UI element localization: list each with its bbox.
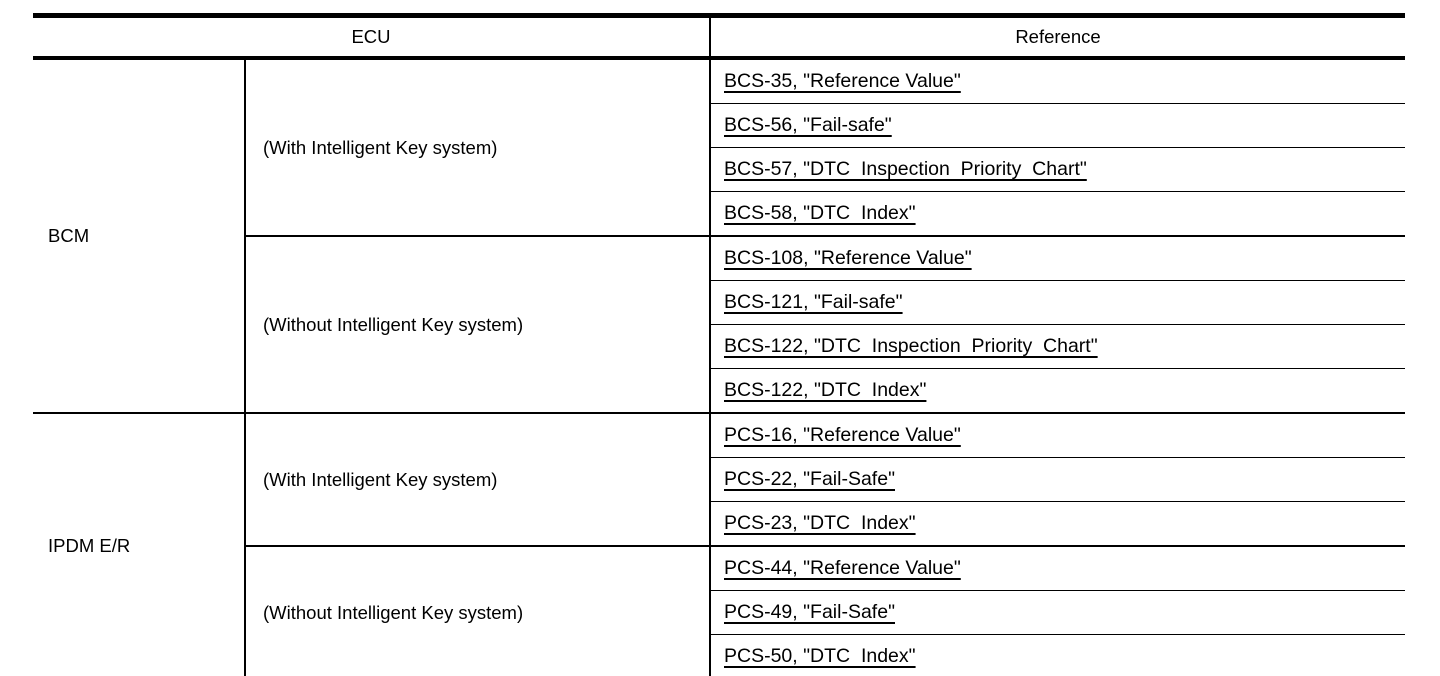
table-row: (Without Intelligent Key system) BCS-108… bbox=[33, 235, 1405, 413]
ecu-reference-table: ECU Reference BCM (With Intelligent Key … bbox=[33, 13, 1405, 676]
reference-cell: PCS-22, "Fail-Safe" bbox=[710, 457, 1405, 502]
reference-cell: PCS-49, "Fail-Safe" bbox=[710, 590, 1405, 635]
reference-link-bcs-57[interactable]: BCS-57, "DTC Inspection Priority Chart" bbox=[724, 158, 1087, 180]
table-row: PCS-22, "Fail-Safe" bbox=[33, 457, 1405, 502]
reference-link-bcs-108[interactable]: BCS-108, "Reference Value" bbox=[724, 247, 972, 269]
table-row: BCS-121, "Fail-safe" bbox=[33, 280, 1405, 325]
reference-link-bcs-122-index[interactable]: BCS-122, "DTC Index" bbox=[724, 379, 927, 401]
reference-cell: BCS-121, "Fail-safe" bbox=[710, 280, 1405, 325]
reference-link-bcs-56[interactable]: BCS-56, "Fail-safe" bbox=[724, 114, 892, 136]
variant-cell-ipdm-with-ik: (With Intelligent Key system) bbox=[245, 412, 711, 546]
reference-link-bcs-121[interactable]: BCS-121, "Fail-safe" bbox=[724, 291, 903, 313]
reference-cell: BCS-58, "DTC Index" bbox=[710, 191, 1405, 236]
variant-cell-bcm-without-ik: (Without Intelligent Key system) bbox=[245, 235, 711, 413]
table-row: IPDM E/R (With Intelligent Key system) P… bbox=[33, 412, 1405, 676]
variant-cell-bcm-with-ik: (With Intelligent Key system) bbox=[245, 57, 711, 236]
reference-link-pcs-22[interactable]: PCS-22, "Fail-Safe" bbox=[724, 468, 895, 490]
column-header-ecu: ECU bbox=[33, 15, 711, 60]
ecu-cell-bcm: BCM bbox=[33, 57, 246, 413]
reference-link-pcs-44[interactable]: PCS-44, "Reference Value" bbox=[724, 557, 961, 579]
reference-link-pcs-49[interactable]: PCS-49, "Fail-Safe" bbox=[724, 601, 895, 623]
reference-cell: BCS-122, "DTC Index" bbox=[710, 368, 1405, 413]
table-row: PCS-50, "DTC Index" bbox=[33, 634, 1405, 676]
variant-cell-ipdm-without-ik: (Without Intelligent Key system) bbox=[245, 545, 711, 676]
table-row: BCS-122, "DTC Inspection Priority Chart" bbox=[33, 324, 1405, 369]
reference-link-bcs-35[interactable]: BCS-35, "Reference Value" bbox=[724, 70, 961, 92]
ecu-cell-ipdm-er: IPDM E/R bbox=[33, 412, 246, 676]
table-row: BCM (With Intelligent Key system) BCS-35… bbox=[33, 57, 1405, 413]
reference-cell: PCS-50, "DTC Index" bbox=[710, 634, 1405, 676]
table-header-row: ECU Reference bbox=[33, 15, 1405, 60]
reference-link-pcs-50[interactable]: PCS-50, "DTC Index" bbox=[724, 645, 916, 667]
table-row: PCS-49, "Fail-Safe" bbox=[33, 590, 1405, 635]
reference-link-bcs-58[interactable]: BCS-58, "DTC Index" bbox=[724, 202, 916, 224]
reference-cell: PCS-16, "Reference Value" bbox=[710, 412, 1405, 458]
table-row: BCS-56, "Fail-safe" bbox=[33, 103, 1405, 148]
table-row: (Without Intelligent Key system) PCS-44,… bbox=[33, 545, 1405, 676]
reference-cell: BCS-108, "Reference Value" bbox=[710, 235, 1405, 281]
reference-cell: BCS-35, "Reference Value" bbox=[710, 57, 1405, 104]
reference-link-pcs-23[interactable]: PCS-23, "DTC Index" bbox=[724, 512, 916, 534]
reference-cell: PCS-23, "DTC Index" bbox=[710, 501, 1405, 546]
reference-cell: BCS-56, "Fail-safe" bbox=[710, 103, 1405, 148]
table-row: PCS-23, "DTC Index" bbox=[33, 501, 1405, 546]
reference-link-bcs-122-chart[interactable]: BCS-122, "DTC Inspection Priority Chart" bbox=[724, 335, 1098, 357]
reference-cell: BCS-122, "DTC Inspection Priority Chart" bbox=[710, 324, 1405, 369]
table-row: BCS-122, "DTC Index" bbox=[33, 368, 1405, 413]
table-row: BCS-58, "DTC Index" bbox=[33, 191, 1405, 236]
reference-cell: BCS-57, "DTC Inspection Priority Chart" bbox=[710, 147, 1405, 192]
reference-link-pcs-16[interactable]: PCS-16, "Reference Value" bbox=[724, 424, 961, 446]
column-header-reference: Reference bbox=[710, 15, 1405, 60]
reference-cell: PCS-44, "Reference Value" bbox=[710, 545, 1405, 591]
table-row: BCS-57, "DTC Inspection Priority Chart" bbox=[33, 147, 1405, 192]
